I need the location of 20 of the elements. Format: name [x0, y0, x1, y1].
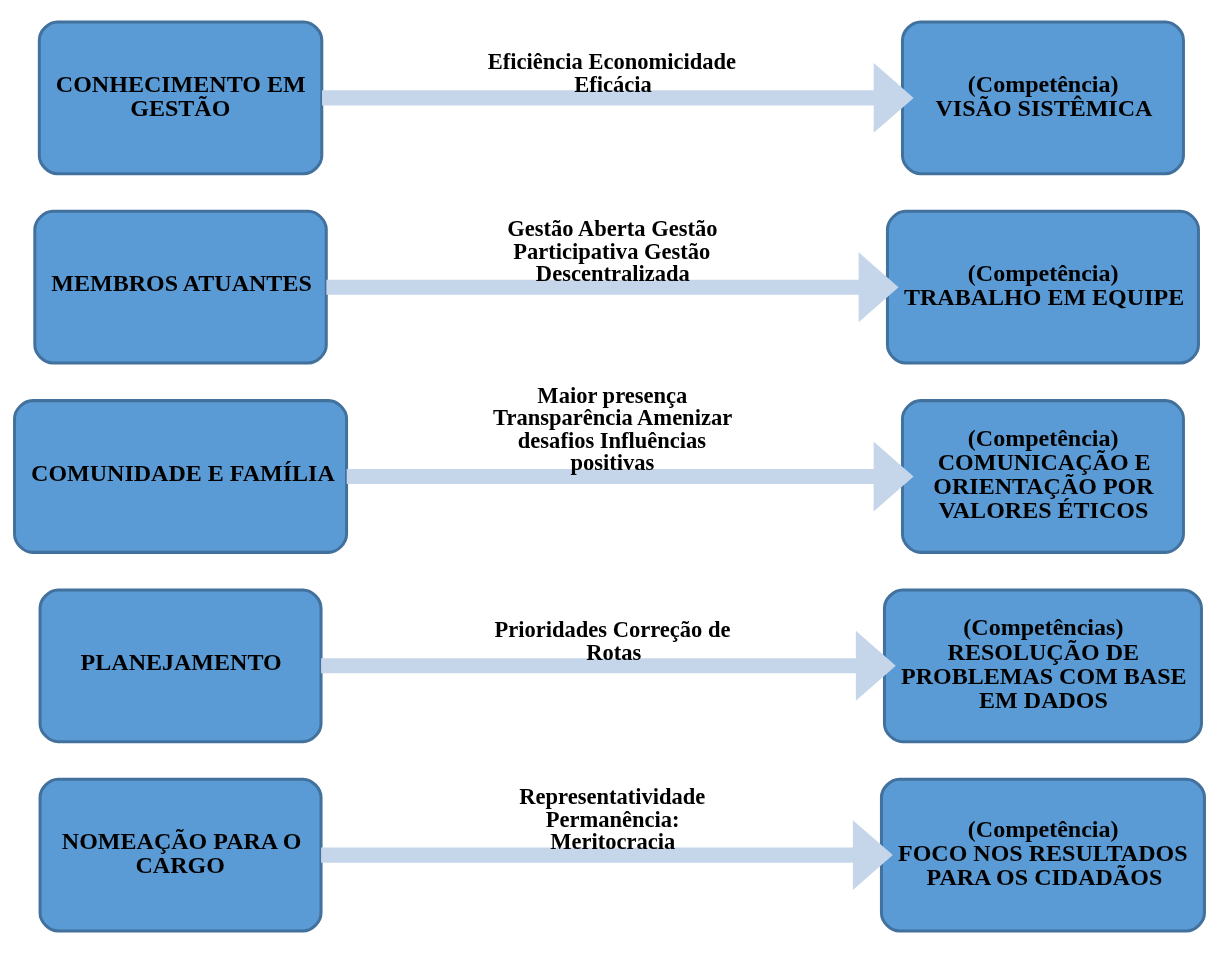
edge-label: Prioridades Correção de Rotas [494, 617, 731, 665]
arrow [346, 441, 914, 512]
node-box: PLANEJAMENTO [38, 588, 323, 744]
node-box: (Competência) FOCO NOS RESULTADOS PARA OS CIDADÃOS [879, 777, 1206, 933]
node-box: MEMBROS ATUANTES [33, 209, 328, 365]
node-box: (Competência) COMUNICAÇÃO E ORIENTAÇÃO POR VALORES ÉTICOS [901, 399, 1185, 554]
node-box: NOMEAÇÃO PARA O CARGO [38, 777, 323, 933]
edge-label: Eficiência Economicidade Eficácia [487, 49, 737, 97]
edge-label: Gestão Aberta Gestão Participativa Gestão Descentralizada [507, 216, 718, 287]
arrow [322, 62, 914, 133]
node-box: CONHECIMENTO EM GESTÃO [37, 20, 324, 176]
node-box: COMUNIDADE E FAMÍLIA [13, 399, 349, 554]
node-box: (Competência) VISÃO SISTÊMICA [901, 20, 1185, 176]
arrow [321, 630, 896, 701]
edge-label: Maior presença Transparência Amenizar desafios Influências positivas [493, 382, 733, 476]
edge-label: Representatividade Permanência: Meritocracia [519, 784, 706, 855]
arrow [326, 252, 899, 323]
node-box: (Competências) RESOLUÇÃO DE PROBLEMAS COM BASE EM DADOS [882, 588, 1203, 744]
node-box: (Competência) TRABALHO EM EQUIPE [885, 209, 1200, 365]
arrow [321, 820, 893, 891]
